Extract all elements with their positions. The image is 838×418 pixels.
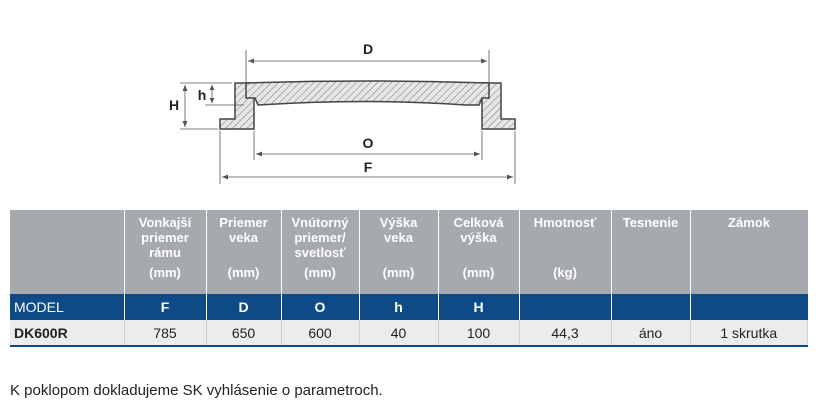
spec-table: Vonkajší priemer rámu(mm) Priemer veka(m… xyxy=(10,210,808,347)
model-cell xyxy=(519,294,612,320)
model-cell: H xyxy=(438,294,520,320)
model-cell: O xyxy=(281,294,360,320)
header-f: Vonkajší priemer rámu(mm) xyxy=(124,210,207,294)
lid xyxy=(245,80,490,106)
model-cell: D xyxy=(206,294,282,320)
header-o: Vnútorný priemer/ svetlosť(mm) xyxy=(281,210,360,294)
label-D: D xyxy=(363,41,373,57)
header-h: Celková výška(mm) xyxy=(438,210,520,294)
label-O: O xyxy=(363,135,374,151)
footnote: K poklopom dokladujeme SK vyhlásenie o p… xyxy=(10,382,383,399)
header-d: Priemer veka(mm) xyxy=(206,210,282,294)
cross-section-diagram: D O F H h xyxy=(169,41,516,184)
cell-seal: áno xyxy=(611,320,691,347)
header-h-small: Výška veka(mm) xyxy=(359,210,439,294)
cell-d: 650 xyxy=(206,320,282,347)
cell-f: 785 xyxy=(124,320,207,347)
header-empty xyxy=(10,210,125,294)
table-row: DK600R 785 650 600 40 100 44,3 áno 1 skr… xyxy=(10,320,808,347)
label-H: H xyxy=(169,97,179,113)
cell-model: DK600R xyxy=(10,320,125,347)
header-weight: Hmotnosť(kg) xyxy=(519,210,612,294)
label-F: F xyxy=(364,159,373,175)
model-cell: h xyxy=(359,294,439,320)
model-cell: F xyxy=(124,294,207,320)
label-h: h xyxy=(198,87,207,103)
cell-o: 600 xyxy=(281,320,360,347)
model-cell xyxy=(611,294,691,320)
model-label: MODEL xyxy=(10,294,125,320)
model-cell xyxy=(690,294,808,320)
header-lock: Zámok xyxy=(690,210,808,294)
header-seal: Tesnenie xyxy=(611,210,691,294)
header-row: Vonkajší priemer rámu(mm) Priemer veka(m… xyxy=(10,210,808,294)
cell-h: 100 xyxy=(438,320,520,347)
cell-h-small: 40 xyxy=(359,320,439,347)
model-row: MODEL F D O h H xyxy=(10,294,808,320)
cell-weight: 44,3 xyxy=(519,320,612,347)
cell-lock: 1 skrutka xyxy=(690,320,808,347)
